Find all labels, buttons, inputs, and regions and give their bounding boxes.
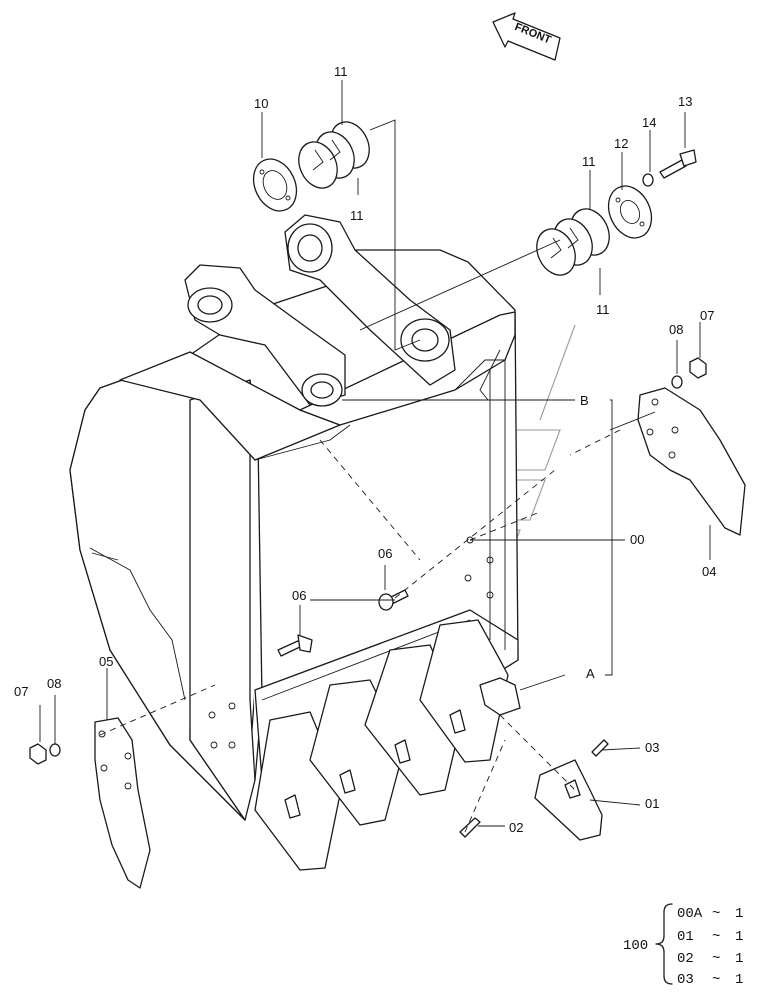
- callout-08: 08: [669, 322, 683, 337]
- callout-11: 11: [596, 302, 610, 317]
- legend-row-sep: ~: [712, 929, 720, 945]
- callout-B: B: [580, 393, 589, 408]
- part-13-bolt: [659, 149, 697, 179]
- legend-row-sep: ~: [712, 906, 720, 922]
- legend-row-qty: 1: [735, 906, 743, 922]
- bucket-teeth: [254, 619, 509, 871]
- callout-02: 02: [509, 820, 523, 835]
- callout-07: 07: [700, 308, 714, 323]
- legend-row-part: 03: [677, 972, 694, 988]
- part-11-shims-right: [536, 208, 610, 276]
- front-direction-arrow: FRONT: [492, 12, 561, 61]
- callout-05: 05: [99, 654, 113, 669]
- callout-11: 11: [350, 208, 364, 223]
- callout-13: 13: [678, 94, 692, 109]
- part-05-side-cutter: [94, 717, 151, 889]
- callout-01: 01: [645, 796, 659, 811]
- callout-00: 00: [630, 532, 644, 547]
- callout-11: 11: [582, 154, 596, 169]
- callout-14: 14: [642, 115, 656, 130]
- callout-06: 06: [292, 588, 306, 603]
- legend-row-part: 00A: [677, 906, 703, 922]
- part-10-plate: [252, 158, 298, 212]
- legend-row-part: 02: [677, 951, 694, 967]
- part-14-washer: [642, 173, 654, 187]
- part-07-nut-right: [689, 357, 707, 379]
- assembly-legend: 100 00A ~ 1 01 ~ 1 02 ~ 1 03 ~ 1: [623, 903, 743, 988]
- part-07-nut-left: [29, 743, 47, 765]
- part-11-shims-left: [298, 121, 370, 189]
- part-04-side-cutter: [637, 387, 746, 536]
- legend-row-sep: ~: [712, 972, 720, 988]
- part-12-plate: [607, 185, 653, 239]
- part-08-washer-left: [49, 743, 61, 757]
- callout-A: A: [586, 666, 595, 681]
- legend-row-qty: 1: [735, 972, 743, 988]
- legend-row-qty: 1: [735, 929, 743, 945]
- part-08-washer-right: [671, 375, 683, 389]
- part-01-tooth-point: [534, 759, 603, 841]
- callout-04: 04: [702, 564, 716, 579]
- part-06-bolt-lower: [277, 634, 313, 657]
- callout-03: 03: [645, 740, 659, 755]
- part-03-lock: [591, 739, 609, 757]
- legend-assembly-number: 100: [623, 938, 648, 954]
- callout-08: 08: [47, 676, 61, 691]
- leader-lines: [39, 80, 711, 833]
- callout-06: 06: [378, 546, 392, 561]
- legend-row-part: 01: [677, 929, 694, 945]
- callout-11: 11: [334, 64, 348, 79]
- part-00a-adapter: [479, 677, 521, 716]
- part-02-pin: [459, 817, 481, 838]
- callout-10: 10: [254, 96, 268, 111]
- callout-labels: 11 10 11 11 11 12 14 13 08 07 B 00 04 06…: [14, 64, 716, 835]
- legend-row-sep: ~: [712, 951, 720, 967]
- callout-07: 07: [14, 684, 28, 699]
- legend-row-qty: 1: [735, 951, 743, 967]
- part-06-bolt-upper: [378, 589, 409, 611]
- mounting-brackets: [184, 214, 456, 407]
- callout-12: 12: [614, 136, 628, 151]
